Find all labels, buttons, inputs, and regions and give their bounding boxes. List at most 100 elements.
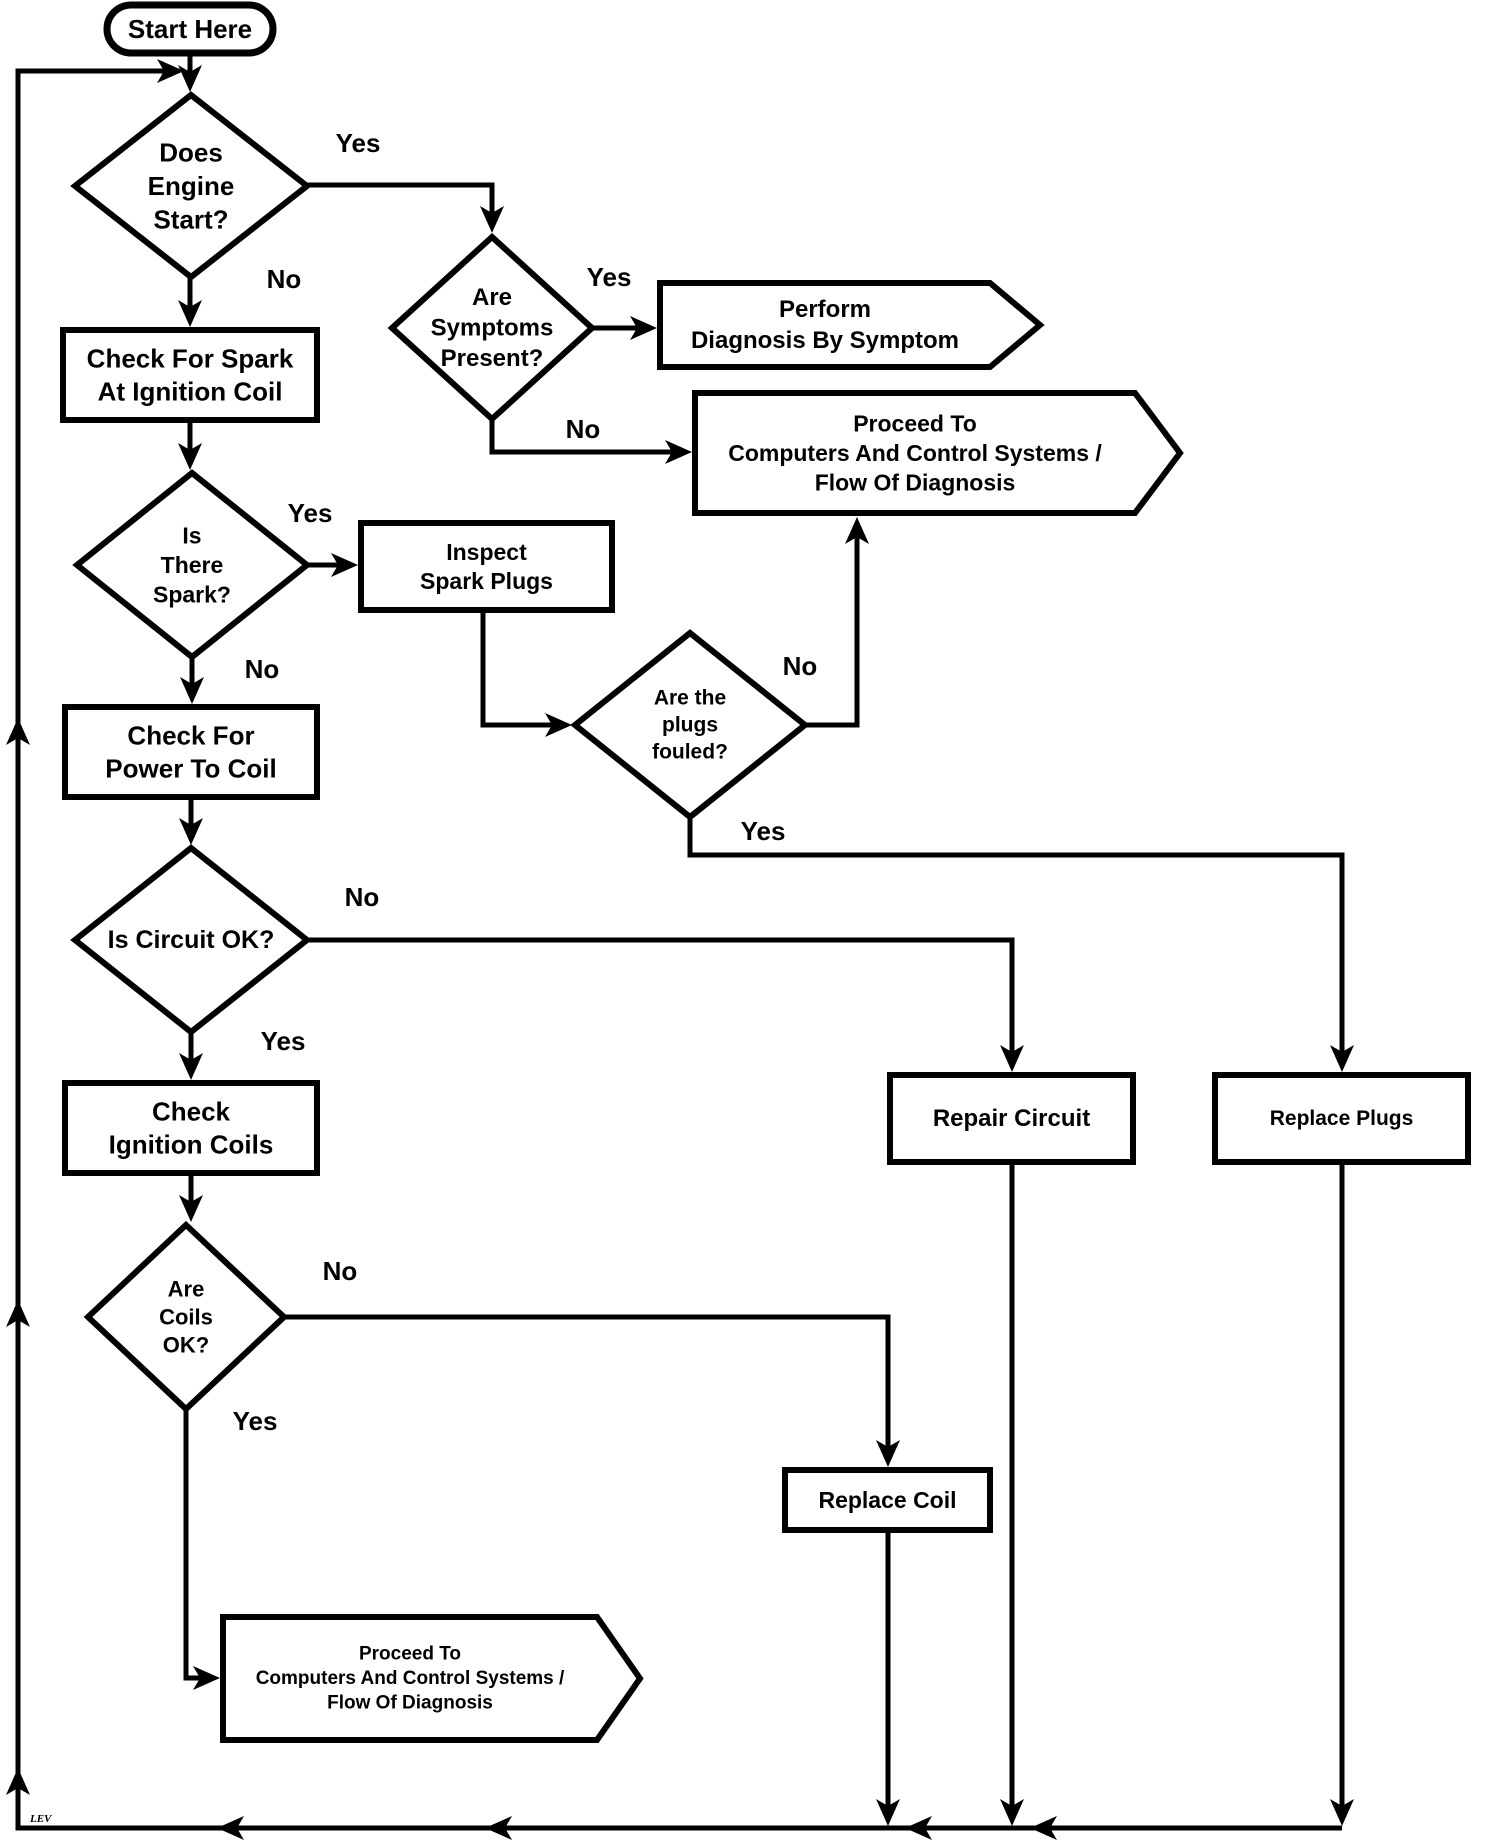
are-plugs-fouled-text: plugs — [662, 714, 718, 737]
are-symptoms-present-text: Symptoms — [431, 315, 554, 342]
replace-plugs-shape — [1212, 1072, 1471, 1165]
inspect-spark-plugs-text: Spark Plugs — [420, 568, 553, 594]
are-symptoms-present-text: Present? — [441, 345, 544, 372]
inspect-spark-plugs-text: Inspect — [446, 539, 527, 565]
edge-label-is-circuit-ok-yes: Yes — [261, 1026, 306, 1056]
edge-are-coils-ok-yes-arrowhead — [193, 1666, 220, 1690]
edge-is-there-spark-no — [180, 657, 204, 704]
are-symptoms-present-shape — [387, 232, 597, 424]
edge-repair-circuit-to-bottom-arrowhead — [1000, 1799, 1024, 1826]
proceed-to-computers-top-text: Proceed To — [853, 411, 977, 437]
edge-are-symptoms-no — [489, 419, 692, 464]
does-engine-start-shape — [70, 91, 312, 281]
perform-diagnosis-by-symptom-text: Diagnosis By Symptom — [691, 327, 959, 354]
edge-label-is-there-spark-yes: Yes — [288, 498, 333, 528]
edge-replace-coil-to-bottom-arrowhead — [876, 1799, 900, 1826]
node-check-spark-at-coil: Check For Spark At Ignition Coil — [60, 327, 320, 423]
check-ignition-coils-shape — [62, 1080, 320, 1176]
are-coils-ok-text: Coils — [159, 1305, 213, 1330]
repair-circuit-text: Repair Circuit — [933, 1105, 1090, 1132]
edge-label-are-symptoms-no: No — [566, 414, 601, 444]
edge-does-engine-start-yes-line — [307, 182, 495, 217]
edge-are-plugs-fouled-no-arrowhead — [845, 517, 869, 544]
edge-check-coils-to-are-coils-ok-arrowhead — [179, 1195, 203, 1222]
proceed-to-computers-bottom-shape — [220, 1614, 644, 1743]
edge-does-engine-start-no — [178, 277, 202, 327]
start-shape — [103, 1, 277, 57]
edge-is-circuit-ok-no — [307, 937, 1024, 1072]
node-repair-circuit: Repair Circuit — [887, 1072, 1136, 1165]
check-spark-at-coil-text: At Ignition Coil — [98, 377, 283, 407]
flow-arrow-up-4 — [6, 1768, 30, 1795]
does-engine-start-text: Engine — [148, 171, 235, 201]
edge-are-coils-ok-no-arrowhead — [876, 1440, 900, 1467]
edge-bottom-return-loop — [15, 59, 1342, 1831]
edge-are-coils-ok-yes — [183, 1409, 220, 1690]
flow-arrow-left-3 — [217, 1816, 244, 1840]
are-symptoms-present-text: Are — [472, 284, 512, 311]
is-there-spark-text: Is — [182, 523, 201, 549]
perform-diagnosis-by-symptom-shape — [657, 280, 1045, 370]
edge-repair-circuit-to-bottom — [1000, 1162, 1024, 1826]
proceed-to-computers-top-text: Computers And Control Systems / — [728, 440, 1102, 466]
inspect-spark-plugs-shape — [358, 520, 615, 613]
edge-label-is-there-spark-no: No — [245, 654, 280, 684]
are-plugs-fouled-text: Are the — [654, 687, 726, 710]
are-coils-ok-text: Are — [168, 1276, 205, 1301]
edge-label-are-symptoms-yes: Yes — [587, 262, 632, 292]
node-proceed-to-computers-top: Proceed To Computers And Control Systems … — [692, 390, 1184, 516]
edge-replace-plugs-to-bottom-arrowhead — [1330, 1799, 1354, 1826]
edge-bottom-return-loop-arrowhead — [157, 59, 184, 83]
check-power-to-coil-text: Check For — [127, 720, 254, 750]
edge-inspect-plugs-to-are-plugs-fouled-line — [480, 610, 556, 728]
edge-replace-coil-to-bottom — [876, 1530, 900, 1826]
edge-is-there-spark-no-arrowhead — [180, 677, 204, 704]
node-start: Start Here — [103, 1, 277, 57]
does-engine-start-text: Start? — [153, 204, 228, 234]
proceed-to-computers-top-text: Flow Of Diagnosis — [815, 469, 1016, 495]
edge-check-power-to-is-circuit-ok — [179, 797, 203, 845]
edge-bottom-return-loop-line — [15, 68, 1342, 1831]
is-there-spark-text: Spark? — [153, 581, 231, 607]
edge-are-symptoms-no-line — [489, 419, 676, 455]
flow-arrow-left-2 — [485, 1816, 512, 1840]
edge-is-there-spark-yes-arrowhead — [331, 553, 358, 577]
edge-label-does-engine-start-yes: Yes — [336, 128, 381, 158]
check-spark-at-coil-text: Check For Spark — [87, 343, 294, 373]
edge-are-symptoms-yes-arrowhead — [630, 316, 657, 340]
is-there-spark-text: There — [161, 552, 224, 578]
edge-does-engine-start-no-arrowhead — [178, 300, 202, 327]
edge-label-are-coils-ok-yes: Yes — [233, 1406, 278, 1436]
replace-plugs-text: Replace Plugs — [1270, 1107, 1414, 1130]
edge-inspect-plugs-to-are-plugs-fouled — [480, 610, 572, 737]
edge-inspect-plugs-to-are-plugs-fouled-arrowhead — [545, 713, 572, 737]
edge-is-circuit-ok-yes-arrowhead — [179, 1053, 203, 1080]
edge-replace-plugs-to-bottom — [1330, 1162, 1354, 1826]
node-replace-plugs: Replace Plugs — [1212, 1072, 1471, 1165]
replace-coil-text: Replace Coil — [818, 1487, 956, 1513]
edge-is-there-spark-yes — [307, 553, 358, 577]
edge-label-are-plugs-fouled-no: No — [783, 651, 818, 681]
are-plugs-fouled-shape — [570, 629, 810, 821]
perform-diagnosis-by-symptom-text: Perform — [779, 296, 871, 323]
edge-label-is-circuit-ok-no: No — [345, 882, 380, 912]
start-text: Start Here — [128, 14, 252, 44]
edge-does-engine-start-yes — [307, 182, 504, 233]
check-power-to-coil-text: Power To Coil — [105, 754, 276, 784]
edge-are-plugs-fouled-yes — [687, 817, 1354, 1072]
check-spark-at-coil-shape — [60, 327, 320, 423]
edge-check-spark-to-is-there-spark-arrowhead — [178, 443, 202, 470]
edge-are-symptoms-yes — [592, 316, 657, 340]
is-there-spark-shape — [72, 469, 312, 661]
flow-arrow-up-6 — [6, 718, 30, 745]
edge-are-coils-ok-no-line — [284, 1314, 891, 1451]
node-replace-coil: Replace Coil — [782, 1467, 993, 1533]
